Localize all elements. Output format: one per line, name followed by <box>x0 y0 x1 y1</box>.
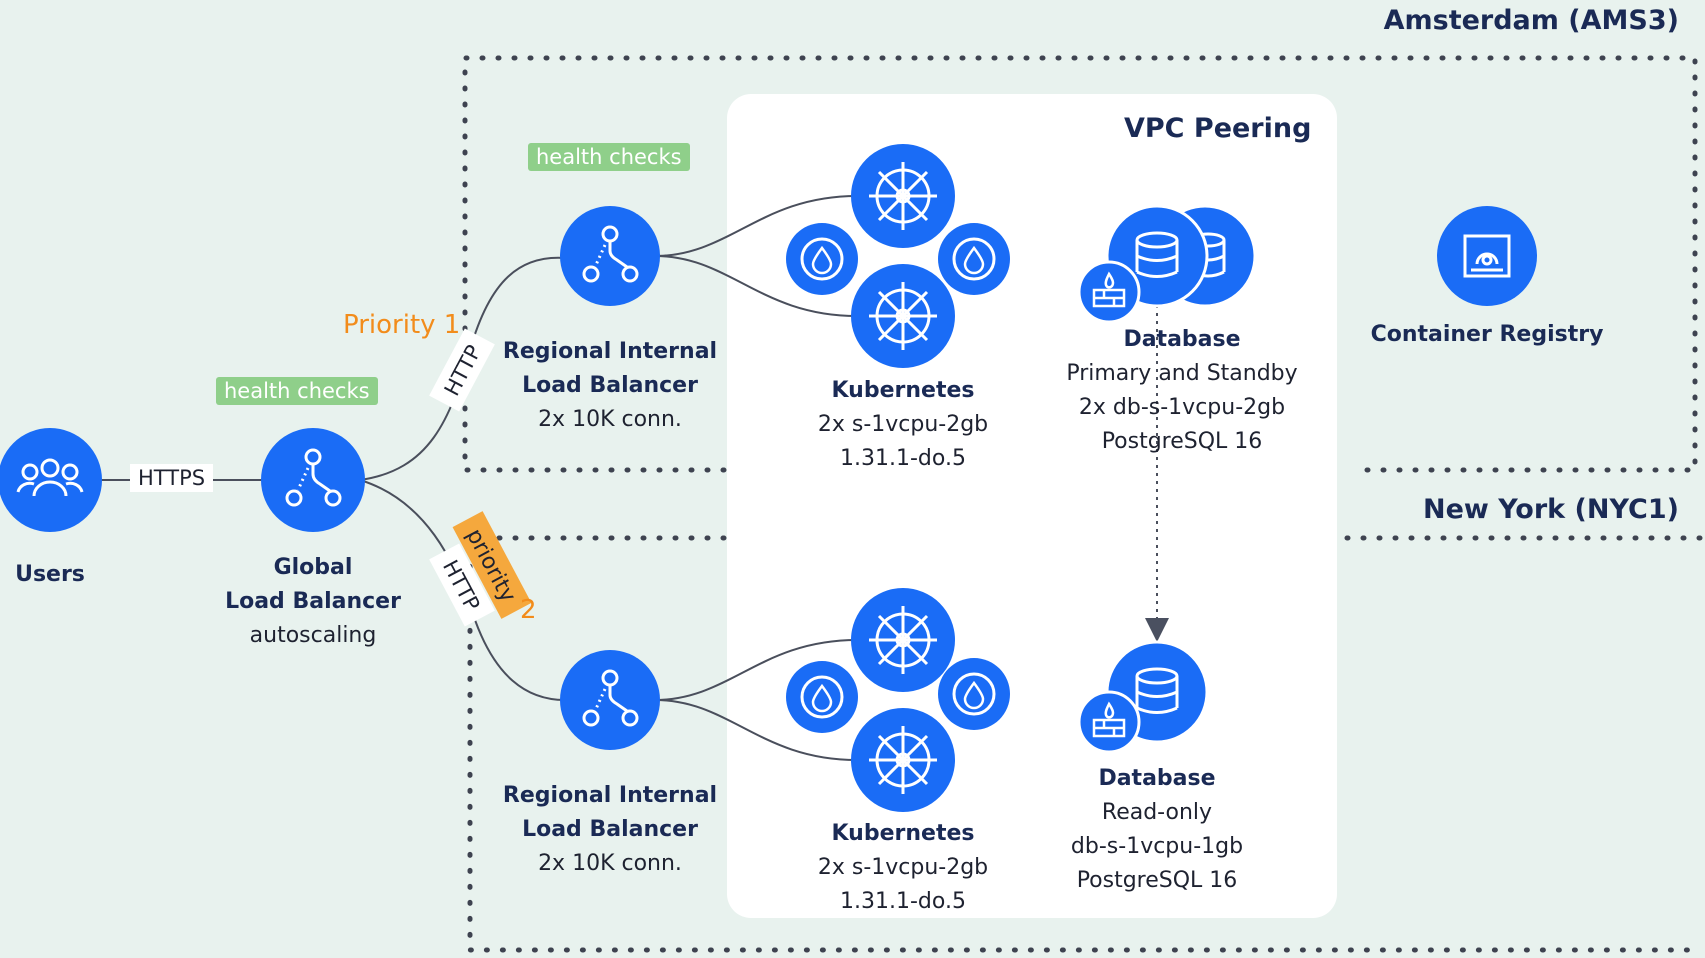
regional-lb-top-detail: 2x 10K conn. <box>538 407 682 432</box>
global-lb-name-line2: Load Balancer <box>225 589 401 614</box>
firewall-icon <box>1077 260 1141 324</box>
global-lb-detail: autoscaling <box>249 623 377 648</box>
kubernetes-icon <box>851 264 955 368</box>
health-checks-global-pill: health checks <box>216 377 378 405</box>
bottom-lb-to-k8s-b <box>654 699 858 761</box>
region-title-nyc: New York (NYC1) <box>1422 494 1679 525</box>
k8s-bottom-size: 2x s-1vcpu-2gb <box>817 855 989 880</box>
region-border-ams <box>462 55 1698 473</box>
regional-lb-bottom-line1: Regional Internal <box>502 783 718 808</box>
bottom-lb-to-k8s-a <box>654 639 858 701</box>
droplet-icon <box>786 223 858 295</box>
global-lb-name-line1: Global <box>273 555 353 580</box>
k8s-top-label: Kubernetes 2x s-1vcpu-2gb 1.31.1-do.5 <box>793 374 1013 476</box>
k8s-top-size: 2x s-1vcpu-2gb <box>817 412 989 437</box>
db-top-size: 2x db-s-1vcpu-2gb <box>1078 395 1286 420</box>
regional-lb-bottom-detail: 2x 10K conn. <box>538 851 682 876</box>
regional-lb-bottom-icon <box>560 650 660 750</box>
top-lb-to-k8s-a <box>654 195 858 257</box>
k8s-top-version: 1.31.1-do.5 <box>840 446 966 471</box>
region-border-nyc <box>467 535 1703 953</box>
vpc-peering-title: VPC Peering <box>1124 113 1312 144</box>
global-load-balancer-icon <box>261 428 365 532</box>
https-edge-label: HTTPS <box>130 464 214 492</box>
db-top-role: Primary and Standby <box>1066 361 1298 386</box>
global-lb-label: Global Load Balancer autoscaling <box>213 551 413 653</box>
db-top-engine: PostgreSQL 16 <box>1101 429 1263 454</box>
db-top-name: Database <box>1123 327 1241 352</box>
regional-lb-bottom-label: Regional Internal Load Balancer 2x 10K c… <box>490 779 730 881</box>
k8s-top-name: Kubernetes <box>831 378 975 403</box>
users-label-text: Users <box>15 562 85 587</box>
k8s-bottom-version: 1.31.1-do.5 <box>840 889 966 914</box>
regional-lb-top-label: Regional Internal Load Balancer 2x 10K c… <box>490 335 730 437</box>
users-label: Users <box>0 558 100 592</box>
firewall-icon <box>1077 690 1141 754</box>
region-title-ams: Amsterdam (AMS3) <box>1383 5 1679 36</box>
db-bottom-name: Database <box>1098 766 1216 791</box>
db-bottom-label: Database Read-only db-s-1vcpu-1gb Postgr… <box>1032 762 1282 898</box>
regional-lb-top-line1: Regional Internal <box>502 339 718 364</box>
db-top-label: Database Primary and Standby 2x db-s-1vc… <box>1047 323 1317 459</box>
container-registry-icon <box>1437 206 1537 306</box>
k8s-bottom-name: Kubernetes <box>831 821 975 846</box>
priority-1-label: Priority 1 <box>343 310 461 340</box>
kubernetes-icon <box>851 144 955 248</box>
health-checks-regional-pill: health checks <box>528 143 690 171</box>
k8s-bottom-label: Kubernetes 2x s-1vcpu-2gb 1.31.1-do.5 <box>793 817 1013 919</box>
container-registry-name: Container Registry <box>1370 322 1604 347</box>
priority-2-number: 2 <box>520 595 537 625</box>
regional-lb-top-line2: Load Balancer <box>522 373 698 398</box>
http-edge-label-top: HTTP <box>429 328 495 412</box>
droplet-icon <box>938 658 1010 730</box>
regional-lb-bottom-line2: Load Balancer <box>522 817 698 842</box>
kubernetes-icon <box>851 708 955 812</box>
droplet-icon <box>938 223 1010 295</box>
db-bottom-size: db-s-1vcpu-1gb <box>1070 834 1244 859</box>
top-lb-to-k8s-b <box>654 255 858 317</box>
regional-lb-top-icon <box>560 206 660 306</box>
users-icon <box>0 428 102 532</box>
droplet-icon <box>786 661 858 733</box>
kubernetes-icon <box>851 588 955 692</box>
db-bottom-engine: PostgreSQL 16 <box>1076 868 1238 893</box>
container-registry-label: Container Registry <box>1357 318 1617 352</box>
db-bottom-role: Read-only <box>1101 800 1213 825</box>
